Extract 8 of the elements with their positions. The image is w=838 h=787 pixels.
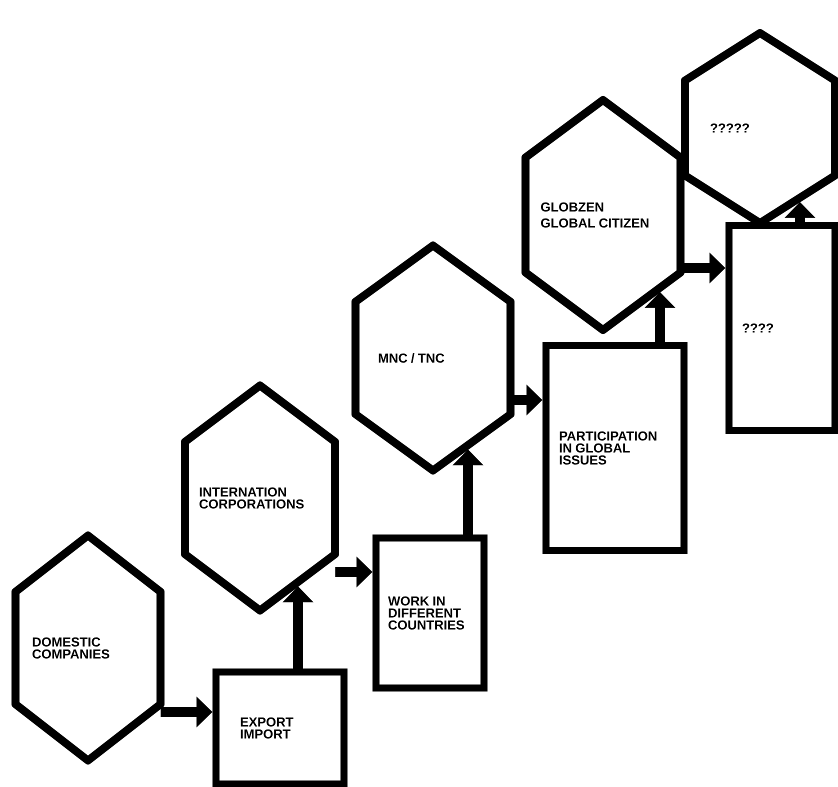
process-box: WORK IN DIFFERENT COUNTRIES bbox=[372, 534, 488, 692]
hexagon: MNC / TNC bbox=[352, 242, 514, 474]
hexagon: GLOBZEN GLOBAL CITIZEN bbox=[522, 96, 684, 334]
process-box: EXPORT IMPORT bbox=[212, 668, 348, 787]
hexagon: DOMESTIC COMPANIES bbox=[12, 532, 164, 764]
process-box: PARTICIPATION IN GLOBAL ISSUES bbox=[542, 342, 688, 554]
hexagon: INTERNATION CORPORATIONS bbox=[181, 382, 339, 614]
process-box: ???? bbox=[726, 222, 838, 434]
